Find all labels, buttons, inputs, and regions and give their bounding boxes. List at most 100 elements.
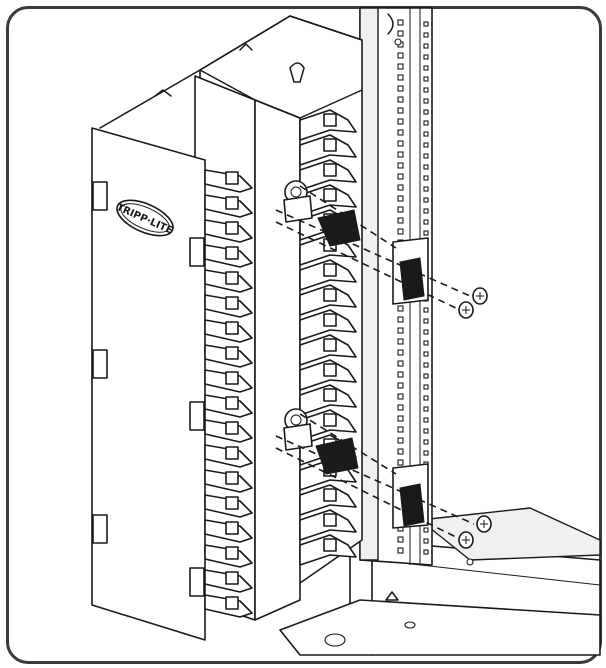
rail-hole [423, 373, 429, 379]
rail-hole [423, 21, 429, 27]
finger-clip [225, 396, 239, 410]
rail-hole [423, 428, 429, 434]
finger-clip [225, 296, 239, 310]
finger-clip [225, 596, 239, 610]
finger-clip [225, 446, 239, 460]
rail-hole [423, 153, 429, 159]
finger-clip [225, 271, 239, 285]
rail-hole [397, 74, 404, 81]
finger-clip [225, 471, 239, 485]
finger-clip [323, 163, 337, 177]
rail-hole [423, 384, 429, 390]
alignment-guides [275, 185, 475, 541]
rail-hole [397, 85, 404, 92]
rail-hole [397, 30, 404, 37]
rail-hole [397, 52, 404, 59]
rail-hole [423, 65, 429, 71]
rail-hole [397, 129, 404, 136]
rail-hole [423, 76, 429, 82]
finger-clip [323, 338, 337, 352]
rail-hole [397, 404, 404, 411]
rail-hole [423, 186, 429, 192]
finger-clip [323, 413, 337, 427]
rail-hole [423, 98, 429, 104]
rail-hole [397, 162, 404, 169]
rail-hole [397, 151, 404, 158]
finger-clip [225, 571, 239, 585]
screw-lower-a [476, 515, 492, 533]
rail-hole [423, 395, 429, 401]
screw-upper-a [472, 287, 488, 305]
rail-hole [423, 549, 429, 555]
finger-clip [323, 188, 337, 202]
rail-hole [423, 527, 429, 533]
rail-hole [423, 54, 429, 60]
rail-hole [423, 538, 429, 544]
rail-hole [423, 43, 429, 49]
rail-hole [397, 195, 404, 202]
finger-clip [323, 538, 337, 552]
finger-clip [323, 113, 337, 127]
rail-hole [397, 426, 404, 433]
rail-hole [423, 329, 429, 335]
rail-hole [397, 415, 404, 422]
rail-hole [397, 228, 404, 235]
rail-hole [423, 219, 429, 225]
rail-hole [397, 536, 404, 543]
finger-clip [323, 388, 337, 402]
rail-hole [423, 230, 429, 236]
rail-hole [423, 142, 429, 148]
finger-clip [323, 263, 337, 277]
finger-clip [323, 288, 337, 302]
rail-hole [423, 362, 429, 368]
finger-clip [225, 321, 239, 335]
rail-hole [397, 371, 404, 378]
finger-clip [225, 346, 239, 360]
cable-fingers-front [204, 169, 253, 618]
screw [458, 287, 492, 549]
rail-hole [423, 32, 429, 38]
finger-clip [323, 138, 337, 152]
finger-clip [225, 371, 239, 385]
rail-hole [423, 351, 429, 357]
rail-hole [423, 208, 429, 214]
rail-hole [423, 417, 429, 423]
rail-hole [423, 120, 429, 126]
screw-lower-b [458, 531, 474, 549]
rail-hole [423, 318, 429, 324]
rail-hole [423, 164, 429, 170]
rail-hole [397, 140, 404, 147]
finger-clip [225, 196, 239, 210]
rail-hole [397, 305, 404, 312]
rail-hole [423, 439, 429, 445]
rail-hole [423, 87, 429, 93]
rail-hole [397, 327, 404, 334]
rail-hole [397, 118, 404, 125]
rail-hole [397, 448, 404, 455]
rail-hole [397, 547, 404, 554]
rail-hole [397, 316, 404, 323]
screw-upper-b [458, 301, 474, 319]
rail-hole [397, 173, 404, 180]
rail-hole [397, 393, 404, 400]
rail-hole [423, 109, 429, 115]
rail-hole [397, 360, 404, 367]
finger-clip [323, 513, 337, 527]
rail-hole [397, 107, 404, 114]
rail-hole [397, 459, 404, 466]
rail-hole [397, 19, 404, 26]
rail-hole [423, 406, 429, 412]
rail-hole [397, 437, 404, 444]
finger-clip [225, 546, 239, 560]
rail-hole [397, 338, 404, 345]
rail-hole [397, 96, 404, 103]
rail-hole [423, 340, 429, 346]
rail-hole [423, 197, 429, 203]
finger-clip [225, 246, 239, 260]
rail-hole [423, 450, 429, 456]
rail-hole [423, 175, 429, 181]
finger-clip [225, 421, 239, 435]
finger-clip [323, 488, 337, 502]
rail-hole [397, 217, 404, 224]
